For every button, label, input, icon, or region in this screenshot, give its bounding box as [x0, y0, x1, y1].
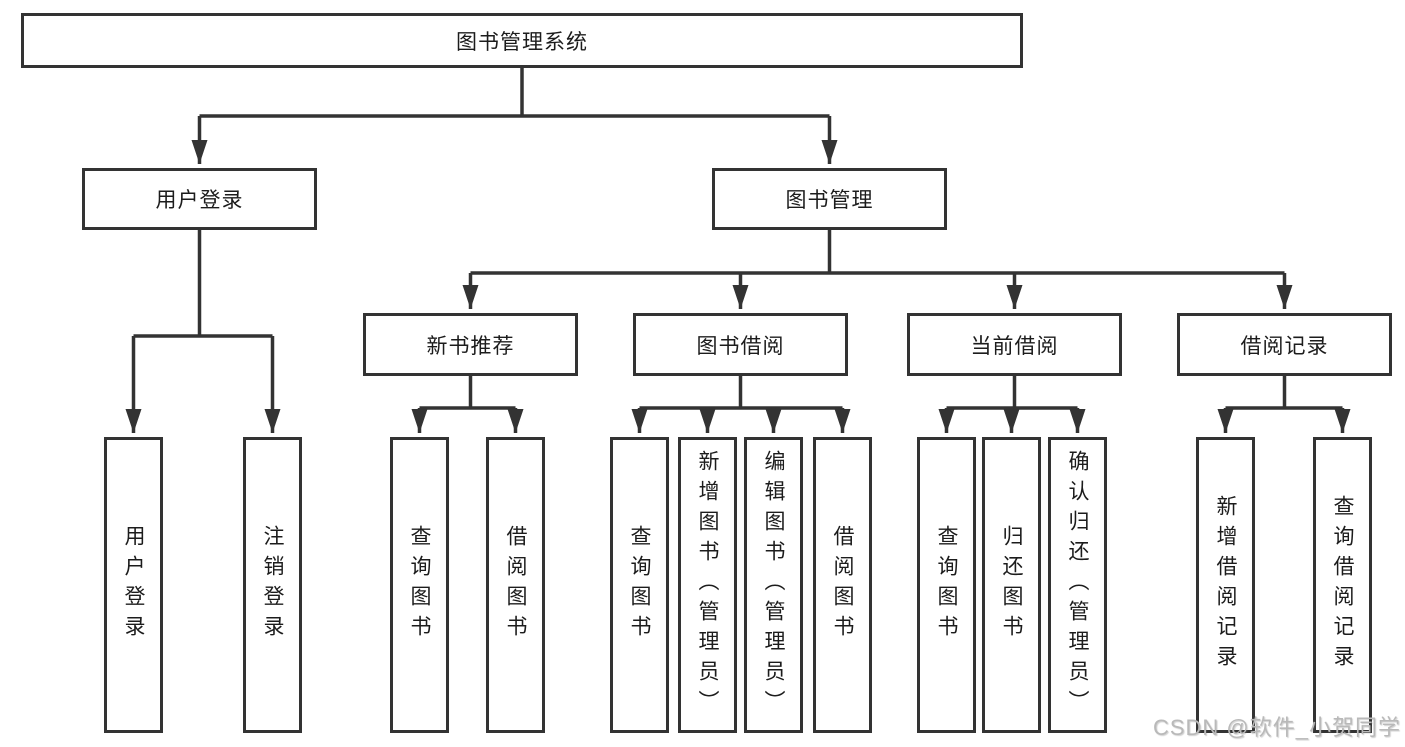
- node-borrowing-records: 借阅记录: [1177, 313, 1392, 376]
- leaf-query-borrow-record: 查询借阅记录: [1313, 437, 1372, 733]
- leaf-label: 借阅图书: [831, 525, 855, 645]
- node-label: 借阅记录: [1240, 334, 1329, 358]
- leaf-user-login: 用户登录: [104, 437, 163, 733]
- leaf-add-books-admin: 新增图书（管理员）: [678, 437, 737, 733]
- leaf-label: 借阅图书: [504, 525, 528, 645]
- leaf-label: 查询借阅记录: [1331, 495, 1355, 675]
- leaf-borrow-books-1: 借阅图书: [486, 437, 545, 733]
- leaf-label: 编辑图书（管理员）: [762, 450, 786, 720]
- node-book-management: 图书管理: [712, 168, 947, 230]
- node-library-management-system: 图书管理系统: [21, 13, 1023, 68]
- leaf-label: 归还图书: [1000, 525, 1024, 645]
- leaf-query-books-3: 查询图书: [917, 437, 976, 733]
- node-label: 当前借阅: [970, 334, 1059, 358]
- leaf-logout: 注销登录: [243, 437, 302, 733]
- leaf-label: 确认归还（管理员）: [1066, 450, 1090, 720]
- node-label: 新书推荐: [426, 334, 515, 358]
- leaf-label: 查询图书: [935, 525, 959, 645]
- leaf-query-books-2: 查询图书: [610, 437, 669, 733]
- leaf-label: 查询图书: [408, 525, 432, 645]
- leaf-confirm-return-admin: 确认归还（管理员）: [1048, 437, 1107, 733]
- leaf-label: 新增图书（管理员）: [696, 450, 720, 720]
- leaf-label: 用户登录: [122, 525, 146, 645]
- leaf-edit-books-admin: 编辑图书（管理员）: [744, 437, 803, 733]
- leaf-return-books: 归还图书: [982, 437, 1041, 733]
- node-label: 图书管理: [785, 189, 874, 212]
- node-book-borrowing: 图书借阅: [633, 313, 848, 376]
- leaf-label: 注销登录: [261, 525, 285, 645]
- leaf-label: 新增借阅记录: [1214, 495, 1238, 675]
- csdn-watermark: CSDN @软件_小贺同学: [1152, 715, 1401, 740]
- leaf-label: 查询图书: [628, 525, 652, 645]
- leaf-query-books-1: 查询图书: [390, 437, 449, 733]
- node-label: 图书管理系统: [456, 30, 588, 54]
- leaf-borrow-books-2: 借阅图书: [813, 437, 872, 733]
- node-new-book-recommendation: 新书推荐: [363, 313, 578, 376]
- node-user-login: 用户登录: [82, 168, 317, 230]
- node-current-borrowing: 当前借阅: [907, 313, 1122, 376]
- node-label: 用户登录: [155, 189, 244, 212]
- node-label: 图书借阅: [696, 334, 785, 358]
- leaf-add-borrow-record: 新增借阅记录: [1196, 437, 1255, 733]
